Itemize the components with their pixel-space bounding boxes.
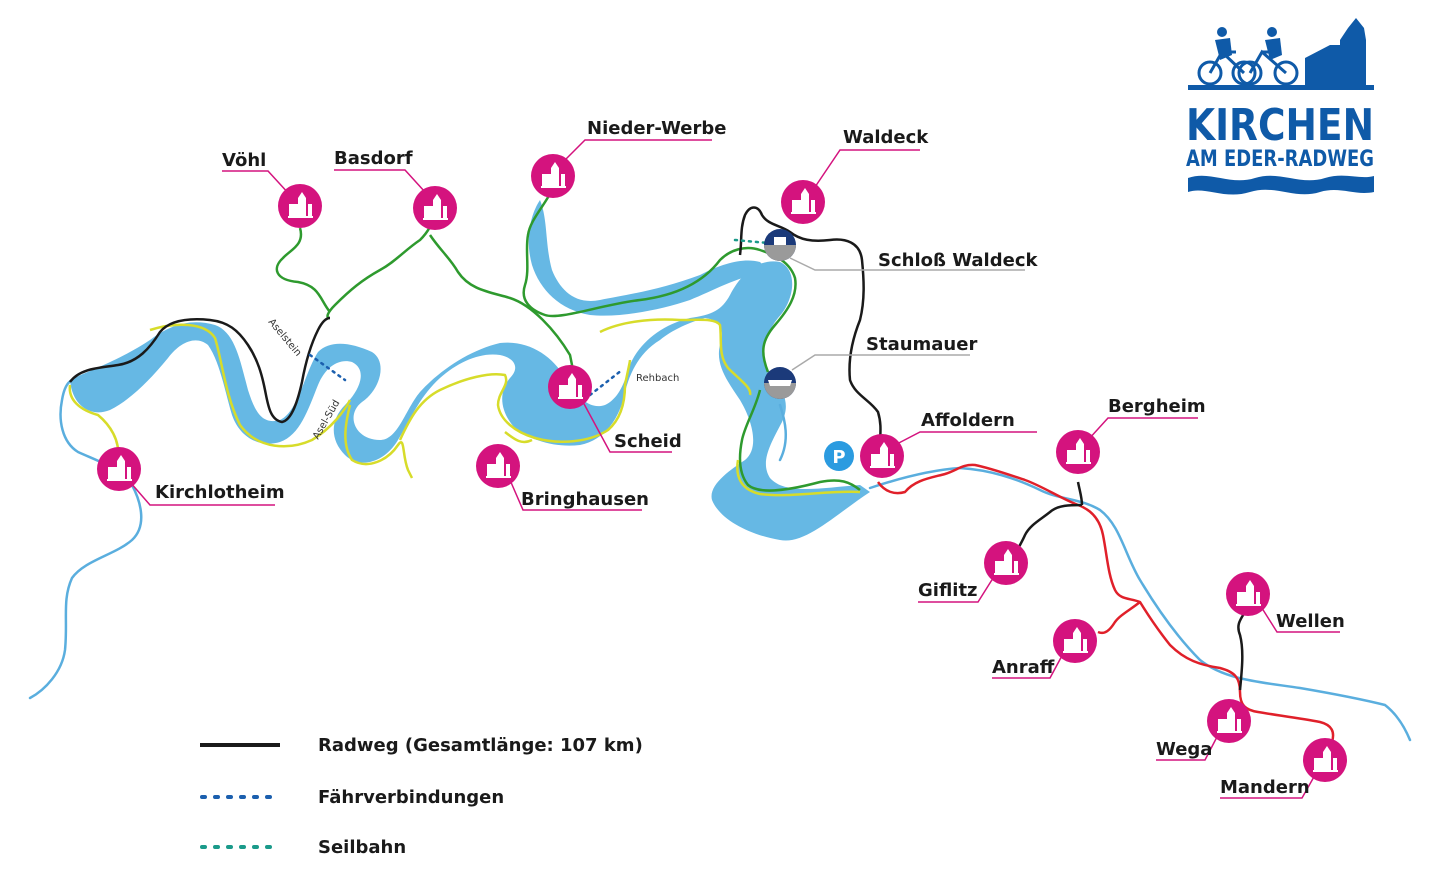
church-icon-bergheim — [1056, 430, 1100, 474]
logo-am-eder-radweg: AM EDER-RADWEG — [1186, 147, 1374, 172]
logo: KIRCHEN AM EDER-RADWEG — [1186, 18, 1374, 195]
church-silhouette-icon — [1305, 18, 1366, 85]
parking-icon: P — [824, 441, 854, 471]
church-icon-scheid — [548, 365, 592, 409]
place-wellen: Wellen — [1276, 611, 1345, 632]
church-icon-waldeck — [781, 180, 825, 224]
place-waldeck: Waldeck — [843, 127, 929, 148]
edersee-lake — [70, 200, 870, 541]
church-icon-nieder-werbe — [531, 154, 575, 198]
landmark-staumauer: Staumauer — [866, 334, 977, 355]
place-scheid: Scheid — [614, 431, 682, 452]
place-nieder-werbe: Nieder-Werbe — [587, 118, 726, 139]
church-icon-mandern — [1303, 738, 1347, 782]
black-route — [68, 206, 882, 446]
place-kirchlotheim: Kirchlotheim — [155, 482, 285, 503]
church-icon-anraff — [1053, 619, 1097, 663]
place-affoldern: Affoldern — [921, 410, 1015, 431]
place-giflitz: Giflitz — [918, 580, 978, 601]
legend-radweg: Radweg (Gesamtlänge: 107 km) — [318, 735, 643, 756]
black-spurs — [1013, 481, 1247, 691]
place-bringhausen: Bringhausen — [521, 489, 649, 510]
place-anraff: Anraff — [992, 657, 1055, 678]
place-mandern: Mandern — [1220, 777, 1310, 798]
landmark-schloss-waldeck: Schloß Waldeck — [878, 250, 1038, 271]
svg-text:P: P — [832, 447, 845, 468]
castle-icon — [764, 229, 796, 261]
cyclists-icon — [1197, 49, 1299, 86]
aselstein-label: Aselstein — [266, 317, 304, 359]
dam-icon — [764, 367, 796, 399]
church-icon-basdorf — [413, 186, 457, 230]
church-icon-voehl — [278, 184, 322, 228]
legend-seilbahn: Seilbahn — [318, 837, 406, 858]
eder-river — [28, 378, 1412, 742]
church-icon-wega — [1207, 699, 1251, 743]
cable-car — [733, 238, 770, 245]
place-basdorf: Basdorf — [334, 148, 413, 169]
church-icon-bringhausen — [476, 444, 520, 488]
logo-wave — [1188, 175, 1374, 195]
yellow-route — [68, 318, 861, 497]
church-icon-kirchlotheim — [97, 447, 141, 491]
logo-kirchen: KIRCHEN — [1186, 100, 1374, 151]
church-icon-affoldern — [860, 434, 904, 478]
red-route — [876, 463, 1335, 743]
place-bergheim: Bergheim — [1108, 396, 1206, 417]
ferry-connections — [308, 353, 624, 397]
green-route — [275, 189, 861, 492]
legend: Radweg (Gesamtlänge: 107 km) Fährverbind… — [200, 735, 643, 858]
place-wega: Wega — [1156, 739, 1212, 760]
rehbach-label: Rehbach — [636, 373, 679, 384]
church-icon-wellen — [1226, 572, 1270, 616]
church-icon-giflitz — [984, 541, 1028, 585]
legend-faehrverbindungen: Fährverbindungen — [318, 787, 504, 808]
place-voehl: Vöhl — [222, 150, 266, 171]
